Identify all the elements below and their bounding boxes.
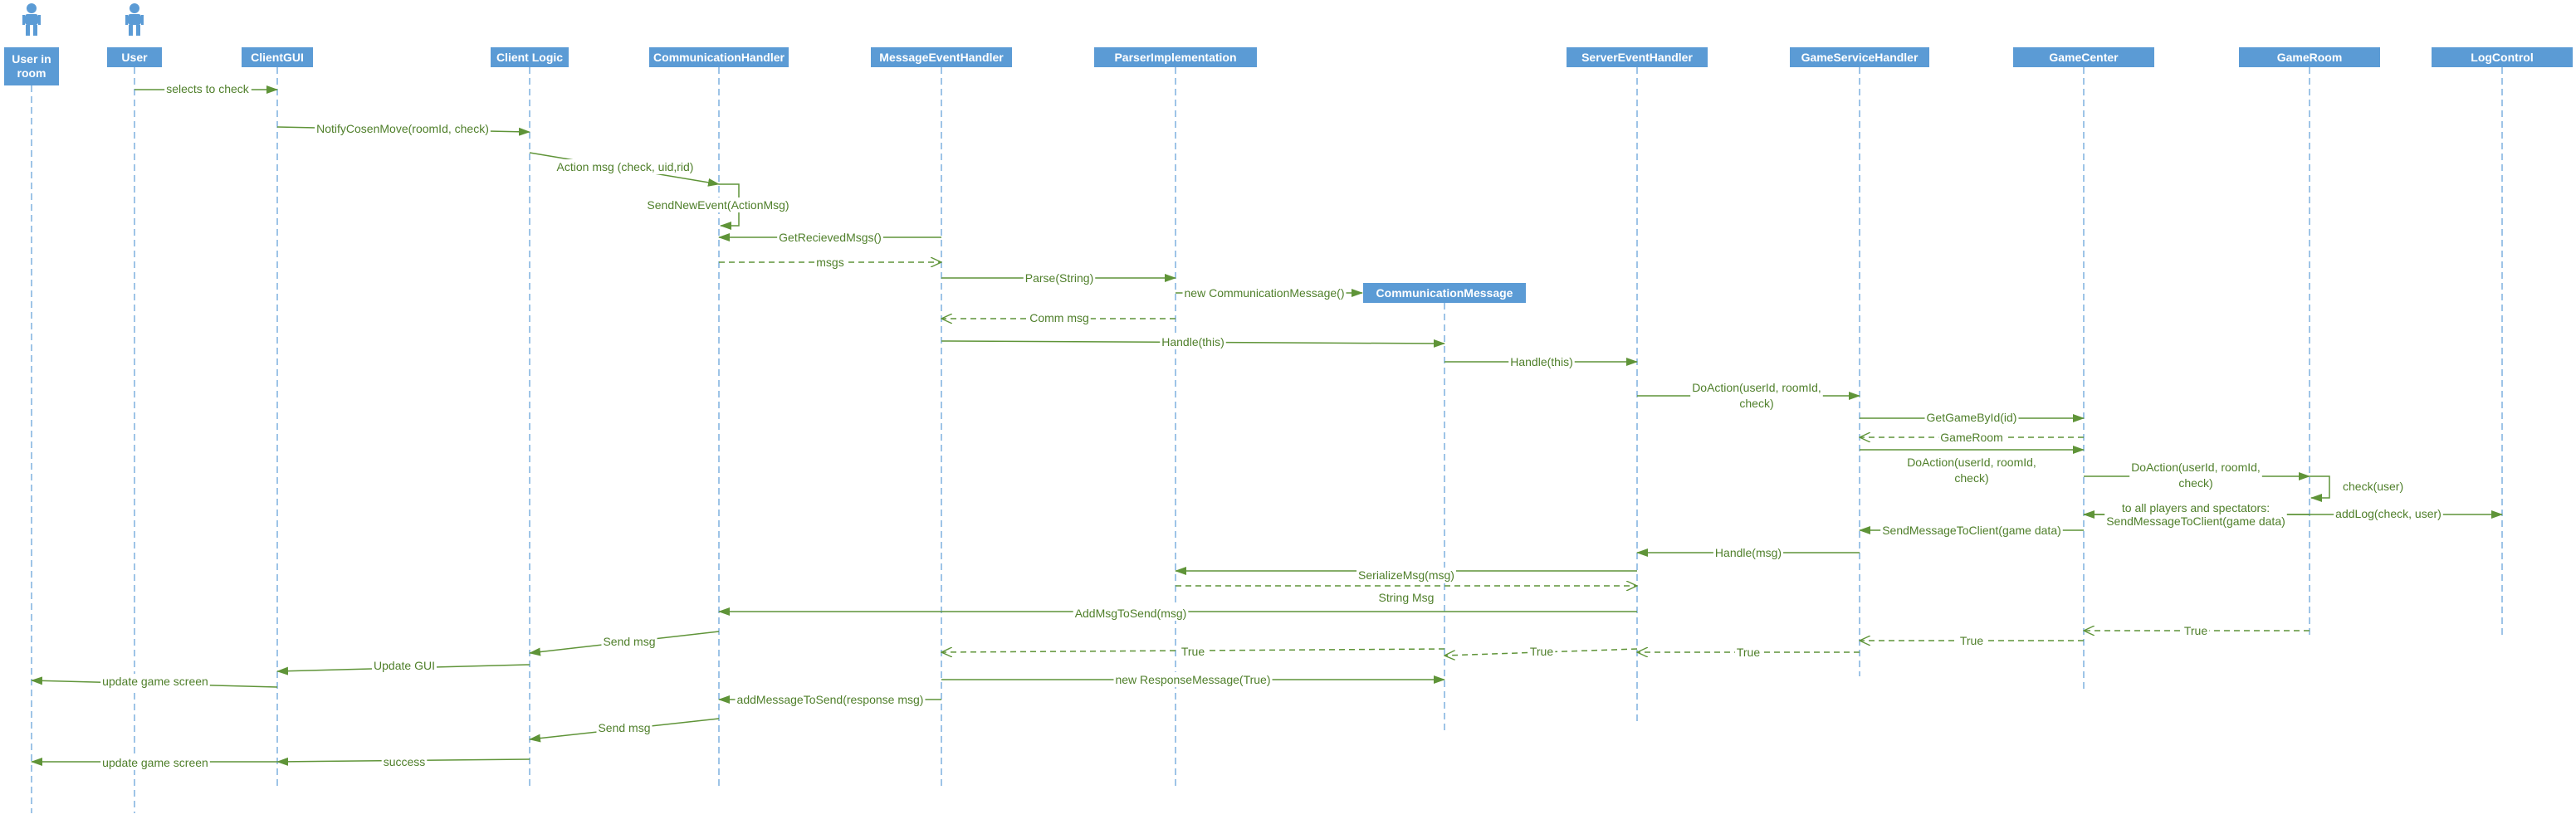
message-label: update game screen xyxy=(102,675,208,688)
message-label: True xyxy=(1737,646,1760,659)
message-label: Parse(String) xyxy=(1025,271,1093,285)
actors xyxy=(22,3,144,36)
message-label-background xyxy=(100,674,210,689)
message-label: True xyxy=(2184,624,2207,637)
message-label-background xyxy=(2182,623,2210,638)
message-label-background xyxy=(1905,455,2038,485)
message-label: SerializeMsg(msg) xyxy=(1358,568,1454,582)
message-label-background xyxy=(814,255,846,270)
participant-user-in-room: User in room xyxy=(4,47,59,85)
message-labels: selects to checkNotifyCosenMove(roomId, … xyxy=(100,81,2443,770)
person-icon xyxy=(22,3,41,36)
message-label-background xyxy=(735,692,926,707)
message-label: Comm msg xyxy=(1029,311,1089,324)
participant-user: User xyxy=(107,47,162,67)
message-label: Action msg (check, uid,rid) xyxy=(557,160,694,173)
message-label: to all players and spectators:SendMessag… xyxy=(2106,501,2285,528)
message-label: addLog(check, user) xyxy=(2335,507,2442,520)
message-label: DoAction(userId, roomId,check) xyxy=(1907,456,2036,485)
message-label: Send msg xyxy=(598,721,650,734)
message-label-background xyxy=(381,754,428,769)
message-label: Send msg xyxy=(603,635,655,648)
message-label-background xyxy=(777,230,883,245)
message-label: Handle(msg) xyxy=(1715,546,1782,559)
message-label-background xyxy=(2104,500,2287,529)
participant-communication-message: CommunicationMessage xyxy=(1363,283,1526,303)
message-label-background xyxy=(1958,633,1986,648)
message-label: success xyxy=(384,755,426,768)
message-label-background xyxy=(1690,380,1823,411)
participant-server-event-handler: ServerEventHandler xyxy=(1567,47,1708,67)
message-label-background xyxy=(2129,460,2262,490)
message-label: SendMessageToClient(game data) xyxy=(1882,524,2061,537)
message-label-background xyxy=(1179,644,1207,659)
message-label: GetGameById(id) xyxy=(1927,411,2017,424)
message-label: DoAction(userId, roomId,check) xyxy=(2131,461,2261,490)
message-label: GameRoom xyxy=(1940,431,2002,444)
message-label: True xyxy=(1960,634,1983,647)
message-label-background xyxy=(555,159,696,174)
message-label-background xyxy=(2341,479,2406,494)
message-label: new CommunicationMessage() xyxy=(1185,286,1345,300)
message-label: update game screen xyxy=(102,756,208,769)
message-arrow xyxy=(2310,475,2330,502)
message-label: new ResponseMessage(True) xyxy=(1115,673,1270,686)
message-label-background xyxy=(601,634,657,649)
message-label: True xyxy=(1530,645,1553,658)
message-label: selects to check xyxy=(166,82,250,95)
message-label-background xyxy=(645,197,791,212)
message-label: Handle(this) xyxy=(1510,355,1572,368)
message-label: check(user) xyxy=(2343,480,2403,493)
message-label-background xyxy=(1734,645,1762,660)
participant-game-service-handler: GameServiceHandler xyxy=(1790,47,1929,67)
message-label-background xyxy=(1113,672,1273,687)
participant-game-center: GameCenter xyxy=(2013,47,2154,67)
message-arrow xyxy=(1444,648,1638,656)
message-label-background xyxy=(1713,545,1784,560)
person-icon xyxy=(125,3,144,36)
lifelines xyxy=(31,67,2503,813)
participant-client-logic: Client Logic xyxy=(491,47,569,67)
message-label: Handle(this) xyxy=(1161,335,1224,349)
message-label-background xyxy=(1880,523,2063,538)
message-label: DoAction(userId, roomId,check) xyxy=(1692,381,1821,410)
message-label-background xyxy=(1938,430,2005,445)
message-label-background xyxy=(1028,310,1091,325)
message-label-background xyxy=(1528,644,1556,659)
participant-communication-handler: CommunicationHandler xyxy=(649,47,789,67)
message-label: SendNewEvent(ActionMsg) xyxy=(647,198,789,212)
message-label-background xyxy=(1924,410,2019,425)
message-label-background xyxy=(1160,334,1226,349)
message-label-background xyxy=(2334,506,2443,521)
message-label-background xyxy=(100,755,210,770)
message-label: True xyxy=(1181,645,1205,658)
message-label-background xyxy=(596,720,653,735)
message-label: AddMsgToSend(msg) xyxy=(1075,607,1187,620)
participant-parser-implementation: ParserImplementation xyxy=(1094,47,1257,67)
message-label-background xyxy=(1376,590,1436,605)
message-label: Update GUI xyxy=(374,659,435,672)
participant-log-control: LogControl xyxy=(2432,47,2573,67)
message-label-background xyxy=(1073,606,1189,621)
message-label: msgs xyxy=(816,256,843,269)
message-label-background xyxy=(1182,285,1347,300)
message-label-background xyxy=(1356,568,1456,583)
message-label: addMessageToSend(response msg) xyxy=(737,693,924,706)
message-label-background xyxy=(164,81,252,96)
participant-client-gui: ClientGUI xyxy=(242,47,313,67)
message-label: NotifyCosenMove(roomId, check) xyxy=(316,122,489,135)
participant-game-room: GameRoom xyxy=(2239,47,2380,67)
message-label: String Msg xyxy=(1379,591,1435,604)
message-label: GetRecievedMsgs() xyxy=(779,231,882,244)
message-label-background xyxy=(315,121,491,136)
message-label-background xyxy=(1508,354,1575,369)
participant-message-event-handler: MessageEventHandler xyxy=(871,47,1012,67)
message-label-background xyxy=(372,658,437,673)
message-label-background xyxy=(1023,271,1096,285)
